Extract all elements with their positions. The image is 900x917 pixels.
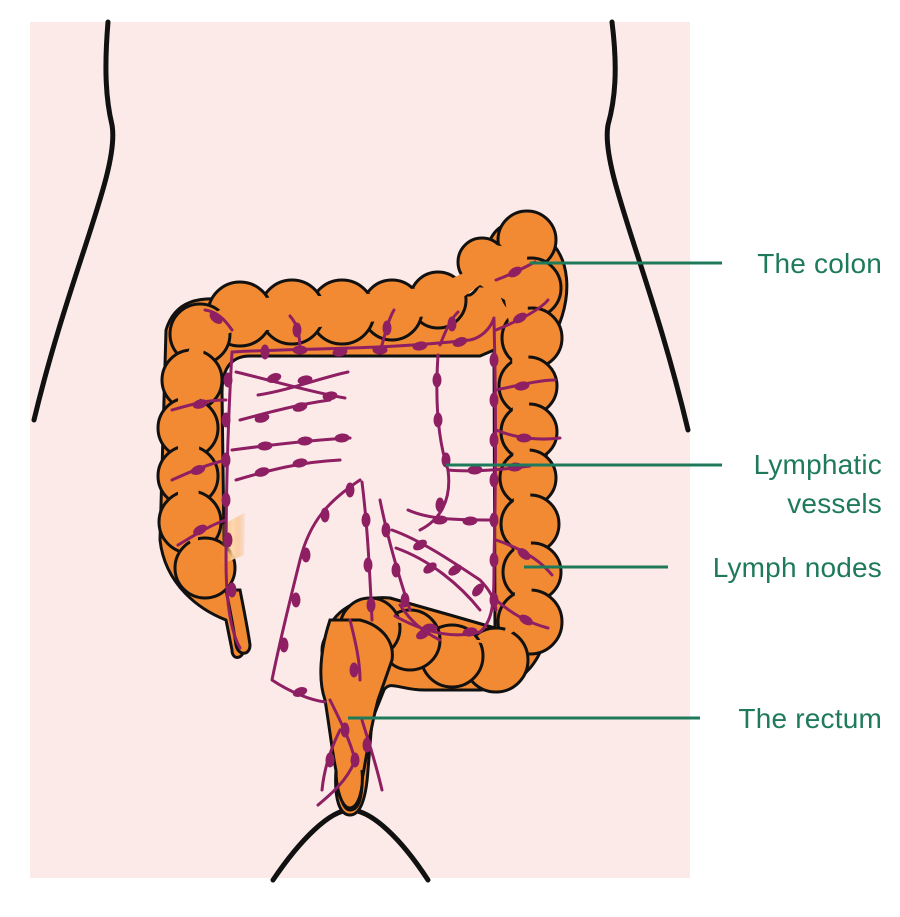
leader-lines (348, 261, 722, 720)
label-lymph-nodes: Lymph nodes (713, 552, 882, 583)
labels: The colon Lymphatic vessels Lymph nodes … (713, 248, 882, 734)
label-lymphatic-line2: vessels (787, 488, 882, 519)
label-lymphatic-line1: Lymphatic (754, 449, 882, 480)
label-rectum: The rectum (738, 703, 882, 734)
label-colon: The colon (757, 248, 882, 279)
